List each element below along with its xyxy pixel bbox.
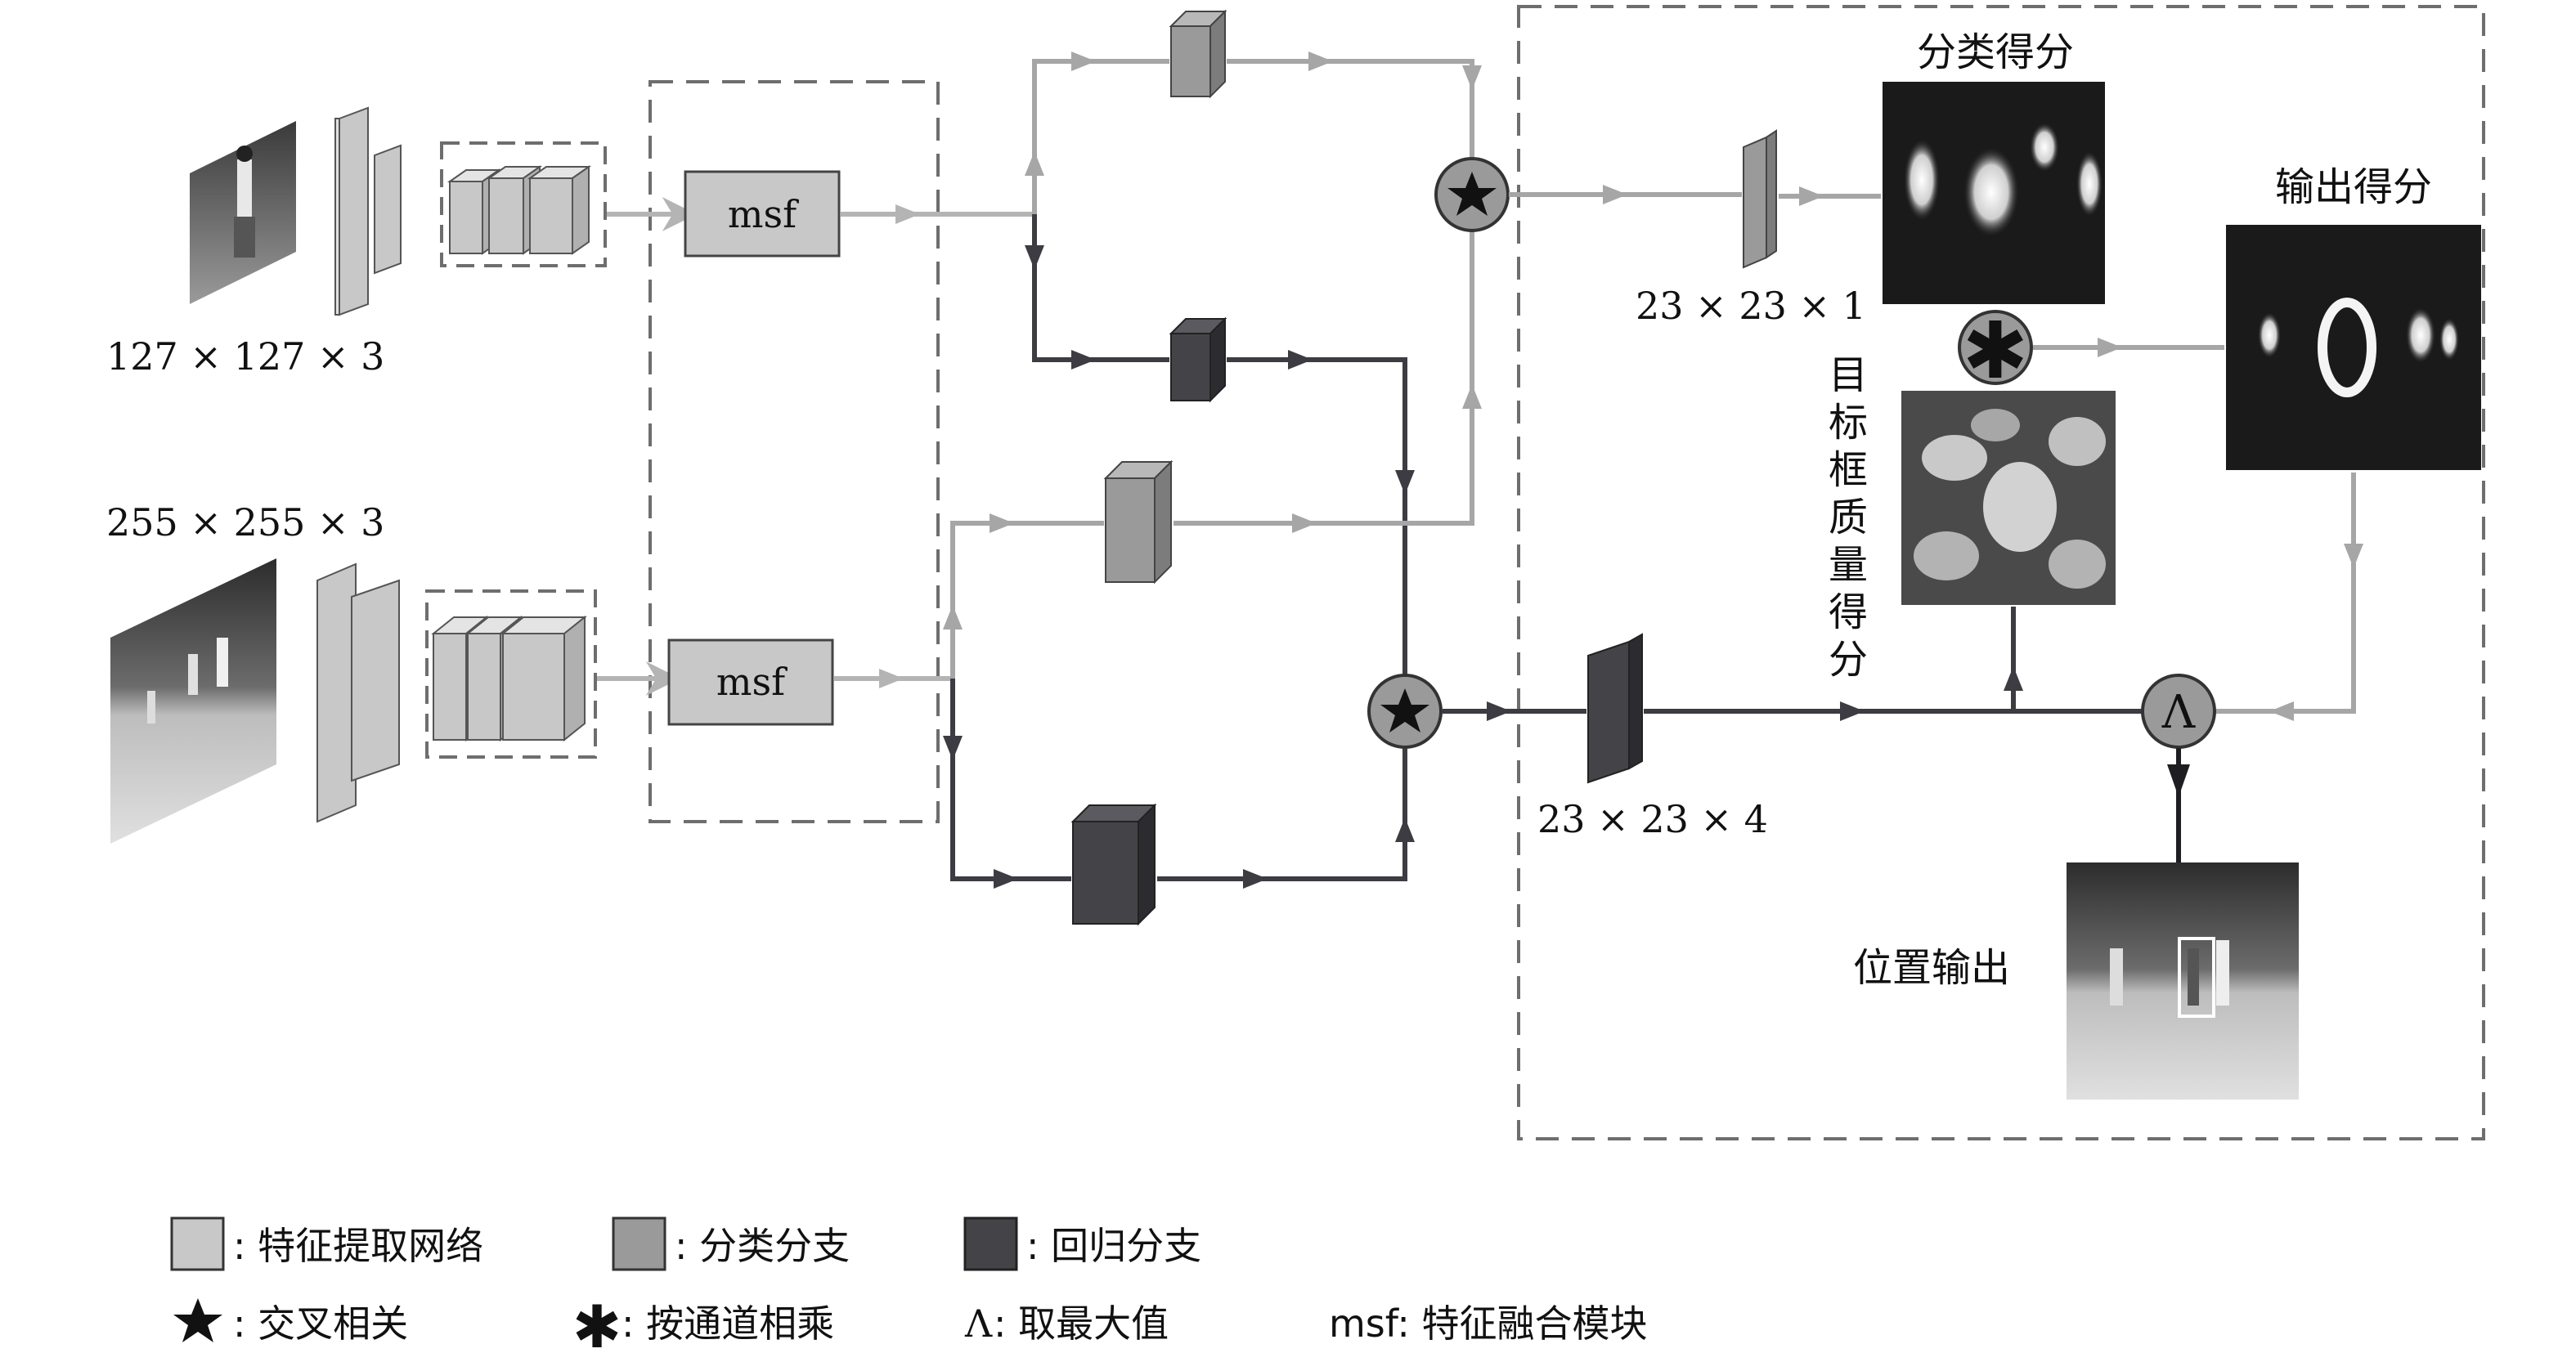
cls-score-map: [1883, 82, 2105, 304]
template-feature-network: [334, 106, 592, 316]
asterisk-icon: ✱: [1963, 305, 2028, 396]
search-image: [110, 558, 276, 844]
svg-text:框: 框: [1829, 447, 1868, 493]
legend-max-symbol: Λ: [964, 1301, 993, 1346]
output-score-map: [2226, 225, 2481, 470]
legend-reg-swatch: [963, 1216, 1018, 1271]
output-to-max: [2200, 473, 2356, 714]
svg-text:目: 目: [1829, 352, 1868, 398]
msf-module-top: msf: [684, 170, 841, 258]
channel-mul-node: ✱: [1958, 305, 2033, 396]
template-cls-to-xcorr: [1227, 59, 1474, 168]
search-cls-to-xcorr: [1174, 221, 1474, 526]
output-score-label: 输出得分: [2275, 164, 2432, 210]
template-image: [190, 121, 296, 304]
cls-conv-slab: [1743, 129, 1777, 269]
max-node: Λ: [2141, 674, 2216, 749]
search-reg-to-xcorr: [1157, 744, 1407, 881]
search-reg-block: [1070, 803, 1157, 926]
asterisk-icon: ✱: [572, 1293, 622, 1353]
template-reg-path: [1032, 214, 1169, 362]
svg-text:得: 得: [1829, 589, 1868, 635]
position-output-image: [2067, 862, 2299, 1100]
star-icon: [1380, 688, 1429, 733]
quality-score-label: 目 标 框 质 量 得 分: [1829, 352, 1868, 683]
legend-feature-label: : 特征提取网络: [233, 1224, 483, 1268]
position-output-label: 位置输出: [1853, 945, 2010, 991]
legend-reg-label: : 回归分支: [1026, 1224, 1201, 1268]
search-feature-dashed-box: [425, 589, 597, 759]
template-size-label: 127 × 127 × 3: [106, 334, 384, 379]
head-dashed-box: [1517, 5, 2485, 1140]
xcorr-node-cls: [1434, 157, 1510, 232]
cls-size-label: 23 × 23 × 1: [1636, 284, 1866, 328]
legend: : 特征提取网络 : 分类分支 : 回归分支 : 交叉相关 ✱ : 按通道相乘 …: [170, 1216, 1647, 1353]
search-feature-network: [316, 562, 587, 823]
msf-label-bottom: msf: [716, 660, 788, 704]
star-icon: [173, 1298, 222, 1342]
template-cls-path: [1032, 59, 1169, 214]
xcorr-node-reg: [1367, 674, 1443, 749]
search-cls-path: [950, 521, 1104, 679]
msf-module-bottom: msf: [667, 638, 834, 726]
legend-xcorr-label: : 交叉相关: [233, 1301, 408, 1346]
template-cls-block: [1169, 9, 1227, 99]
template-feature-dashed-box: [440, 141, 607, 267]
msf-label-top: msf: [728, 192, 799, 236]
msf-dashed-box: [648, 80, 940, 823]
search-cls-block: [1103, 459, 1174, 585]
search-reg-path: [950, 679, 1071, 881]
reg-size-label: 23 × 23 × 4: [1537, 797, 1768, 841]
svg-text:标: 标: [1829, 400, 1868, 446]
template-reg-block: [1169, 316, 1227, 403]
svg-text:质: 质: [1829, 495, 1868, 540]
star-icon: [1447, 172, 1497, 216]
reg-conv-slab: [1587, 633, 1643, 784]
search-size-label: 255 × 255 × 3: [106, 500, 384, 544]
svg-text:分: 分: [1829, 637, 1868, 683]
legend-feature-swatch: [170, 1216, 225, 1271]
legend-channel-mul-label: : 按通道相乘: [622, 1301, 834, 1346]
max-symbol: Λ: [2161, 686, 2196, 739]
template-reg-to-xcorr: [1227, 357, 1407, 685]
legend-msf-label: msf: 特征融合模块: [1329, 1301, 1647, 1346]
cls-score-label: 分类得分: [1917, 29, 2074, 75]
quality-score-map: [1901, 391, 2116, 605]
legend-cls-label: : 分类分支: [675, 1224, 850, 1268]
svg-text:量: 量: [1829, 542, 1868, 588]
legend-max-label: : 取最大值: [994, 1301, 1169, 1346]
legend-cls-swatch: [612, 1216, 666, 1271]
